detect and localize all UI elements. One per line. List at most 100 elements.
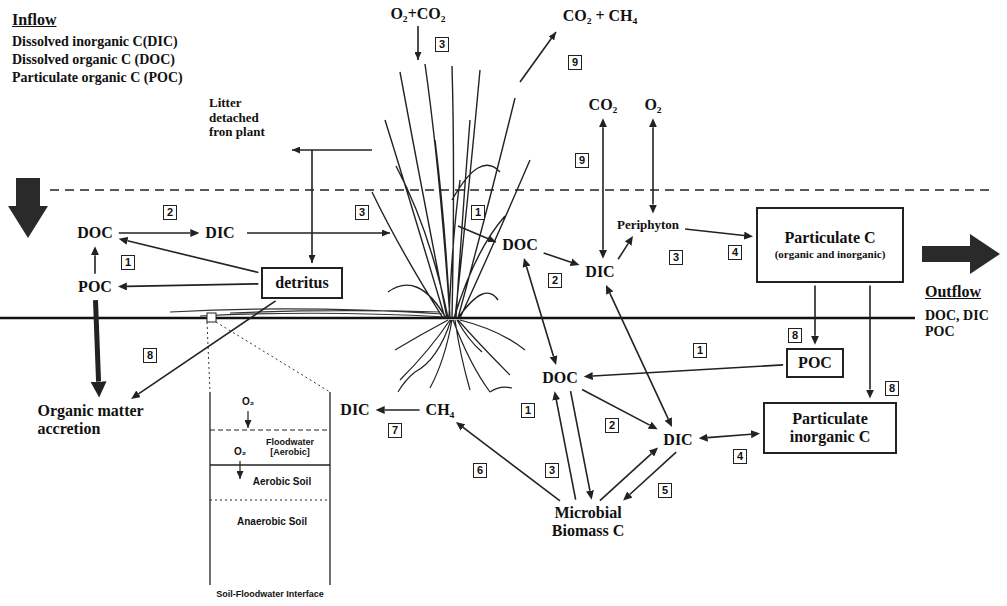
- callout-number: 1: [521, 403, 535, 418]
- pool-name: POC: [798, 354, 832, 372]
- callout-number: 1: [121, 255, 135, 270]
- carbon-pool-box: detritus: [261, 267, 342, 299]
- callout-number: 9: [575, 153, 589, 168]
- pool-name: DOC: [502, 236, 538, 254]
- pool-name: Particulate inorganic C: [775, 410, 885, 447]
- annotation: Litter detached fron plant: [209, 96, 281, 141]
- gas-uptake-arrow: [417, 26, 419, 60]
- flux-arrow: [708, 434, 751, 437]
- section-heading: Inflow: [12, 11, 56, 29]
- inset-label: Soil-Floodwater Interface: [216, 589, 324, 599]
- interface-marker: [207, 313, 216, 322]
- pool-name: DOC: [542, 369, 578, 387]
- section-heading: Outflow: [925, 283, 981, 301]
- pool-name: POC: [78, 278, 112, 296]
- carbon-pool-box: Particulate inorganic C: [763, 402, 897, 455]
- inset-label: Aerobic Soil: [253, 476, 311, 488]
- callout-number: 2: [163, 205, 177, 220]
- flux-arrow: [544, 253, 571, 262]
- pool-name: Particulate C: [762, 229, 898, 247]
- inset-frame: [210, 392, 330, 585]
- carbon-pool-term: O₂: [641, 95, 664, 115]
- inset-label: O₂: [242, 396, 254, 408]
- flux-arrow: [814, 286, 816, 336]
- flux-arrow: [610, 293, 668, 419]
- oxygen-arrow: [247, 411, 248, 428]
- pool-name: DOC: [77, 224, 113, 242]
- callout-number: 8: [885, 381, 899, 396]
- flux-arrow: [685, 229, 744, 235]
- water-surface-line: [50, 189, 990, 191]
- inset-label: Floodwater [Aerobic]: [261, 437, 319, 458]
- annotation: DOC, DIC POC: [925, 308, 999, 340]
- flux-arrow: [618, 244, 628, 260]
- callout-number: 3: [435, 37, 449, 52]
- inset-label: Anaerobic Soil: [237, 516, 307, 528]
- annotation: Dissolved organic C (DOC): [12, 52, 175, 68]
- carbon-pool-term: DIC: [337, 400, 372, 420]
- uptake-arrow: [247, 232, 390, 234]
- pool-name: detritus: [275, 274, 328, 292]
- flux-arrow: [127, 241, 258, 273]
- pool-name: Organic matter accretion: [38, 402, 163, 439]
- callout-number: 1: [471, 205, 485, 220]
- callout-number: 2: [548, 273, 562, 288]
- gas-emission-arrow: [520, 32, 556, 82]
- flux-arrow: [139, 301, 276, 394]
- flux-arrow: [94, 255, 96, 274]
- callout-number: 8: [788, 328, 802, 343]
- plant-roots: [395, 320, 525, 392]
- annotation: CO₂ + CH₄: [563, 7, 638, 25]
- callout-number: 2: [605, 418, 619, 433]
- carbon-pool-term: DOC: [74, 223, 116, 243]
- flux-arrow: [602, 127, 604, 250]
- flux-arrow: [869, 286, 871, 390]
- inset-label: O₂: [234, 446, 246, 458]
- carbon-pool-term: DOC: [499, 235, 541, 255]
- pool-name: O₂: [644, 96, 661, 114]
- flux-arrow: [463, 427, 560, 500]
- pool-name: Microbial Biomass C: [538, 504, 638, 541]
- carbon-pool-term: DIC: [660, 430, 695, 450]
- pool-name: DIC: [340, 401, 369, 419]
- callout-number: 3: [355, 205, 369, 220]
- callout-number: 7: [388, 423, 402, 438]
- carbon-pool-term: CH₄: [423, 400, 458, 420]
- exudation-arrow: [458, 226, 496, 242]
- annotation: Particulate organic C (POC): [12, 70, 183, 86]
- flux-arrow: [556, 400, 575, 500]
- callout-number: 6: [473, 463, 487, 478]
- soil-boundary: [210, 464, 330, 466]
- flux-arrow: [95, 300, 98, 381]
- carbon-pool-term: DIC: [202, 223, 237, 243]
- carbon-pool-term: Organic matter accretion: [35, 401, 166, 440]
- aerobic-boundary: [210, 500, 330, 501]
- floodwater-boundary: [210, 430, 330, 431]
- carbon-pool-term: Microbial Biomass C: [535, 503, 641, 542]
- callout-number: 4: [733, 449, 747, 464]
- callout-number: 3: [545, 463, 559, 478]
- annotation: Dissolved inorganic C(DIC): [12, 34, 178, 50]
- pool-name: CH₄: [426, 401, 455, 419]
- litter-fall-arrow: [311, 150, 313, 263]
- callout-number: 3: [669, 250, 683, 265]
- carbon-pool-term: CO₂: [586, 95, 621, 115]
- outflow-arrow: [922, 234, 1000, 274]
- callout-number: 5: [658, 483, 672, 498]
- carbon-pool-term: DOC: [539, 368, 581, 388]
- zoom-leader-lines: [207, 322, 330, 392]
- litter-arrow: [292, 149, 372, 151]
- annotation: O₂+CO₂: [390, 5, 445, 23]
- carbon-pool-term: POC: [75, 277, 115, 297]
- pool-name: DIC: [205, 224, 234, 242]
- pool-name: CO₂: [589, 96, 618, 114]
- callout-number: 8: [143, 348, 157, 363]
- flux-arrow: [571, 391, 590, 491]
- soil-surface-line: [0, 317, 915, 320]
- oxygen-arrow: [239, 461, 240, 479]
- callout-number: 4: [728, 245, 742, 260]
- inflow-arrow: [8, 178, 48, 238]
- carbon-pool-term: DIC: [582, 262, 617, 282]
